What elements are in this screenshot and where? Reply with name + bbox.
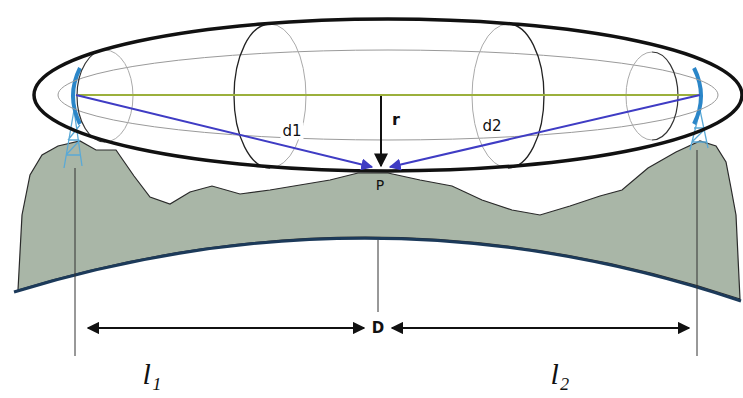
radius-arrow [380, 96, 382, 166]
dimension-label: D [370, 320, 386, 337]
dimension-label: l₂ [549, 358, 572, 390]
line-of-sight [76, 94, 700, 96]
dimension-arrow [392, 327, 689, 329]
point-label: P [374, 177, 386, 193]
dimension-label: l₁ [141, 358, 164, 390]
path-d1 [76, 95, 372, 167]
path-d2 [390, 95, 700, 167]
radius-label: r [390, 111, 402, 129]
distance-label: d1 [280, 123, 303, 140]
dimension-arrow [88, 327, 364, 329]
terrain [18, 141, 740, 299]
distance-label: d2 [480, 118, 503, 135]
fresnel-wireframe [34, 19, 742, 171]
antenna-tower [64, 110, 708, 168]
reference-line [75, 150, 697, 356]
